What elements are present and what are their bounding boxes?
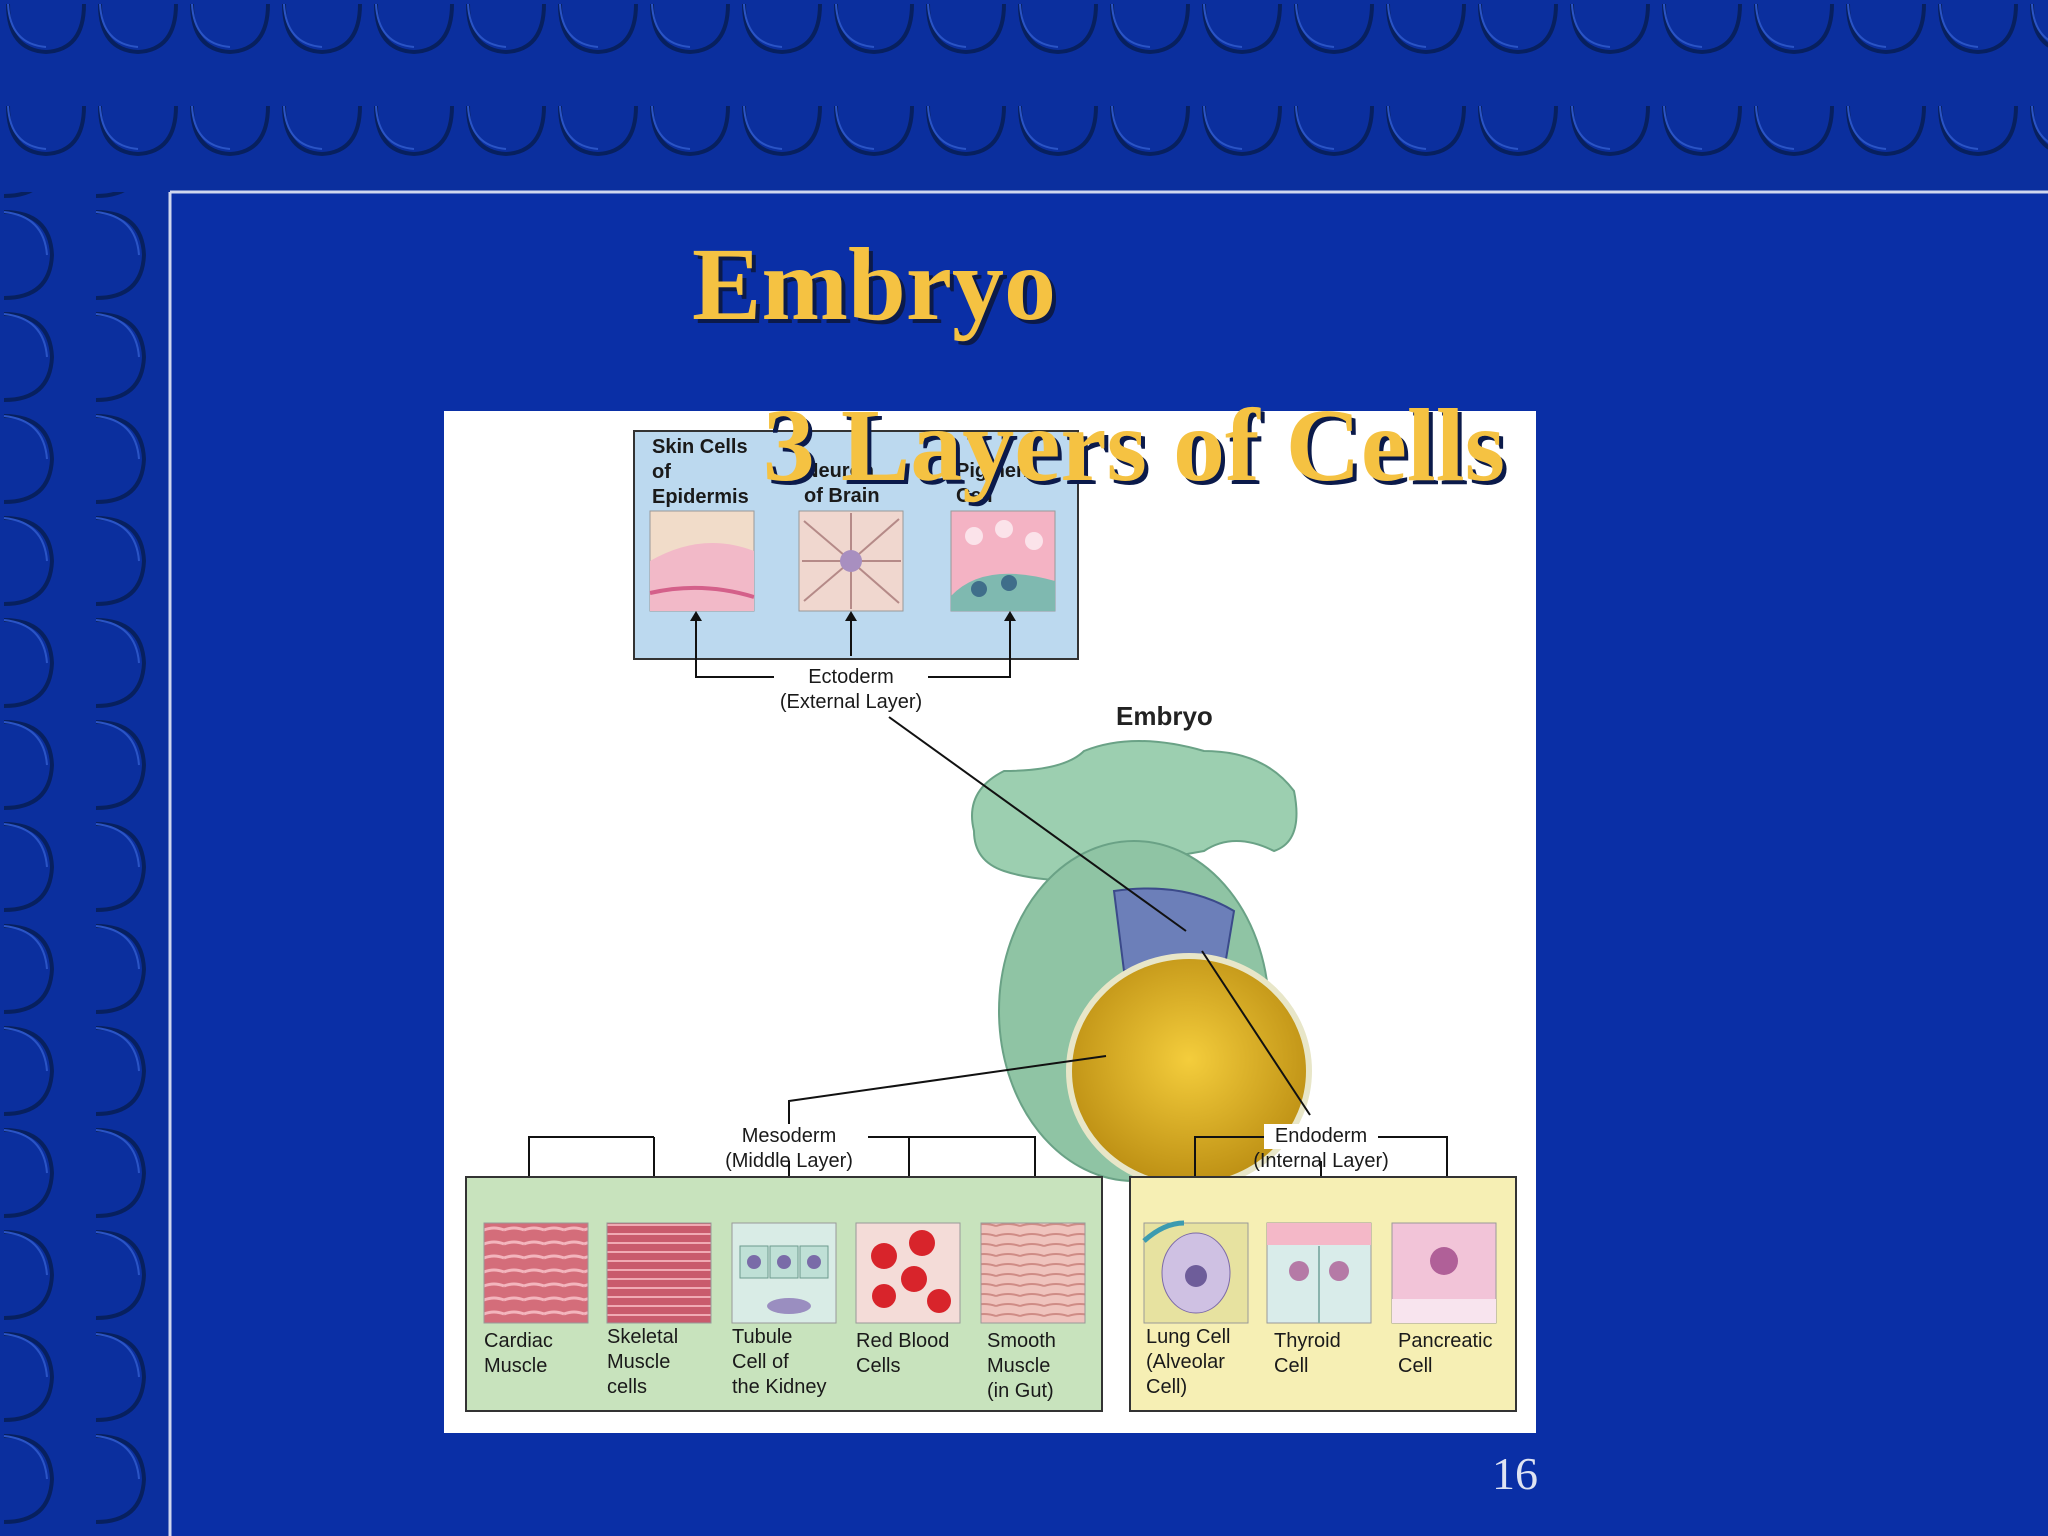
kidney-tubule-label: Tubule Cell of the Kidney — [732, 1326, 827, 1398]
lung-cell-label: Lung Cell (Alveolar Cell) — [1146, 1326, 1231, 1398]
skin-cells-label: Skin Cells of Epidermis — [652, 436, 749, 508]
skeletal-muscle-label: Skeletal Muscle cells — [607, 1326, 679, 1398]
endoderm-subtitle: (Internal Layer) — [1253, 1150, 1389, 1172]
slide-title: Embryo — [692, 227, 1056, 342]
neuron-label: Neuron of Brain — [804, 460, 880, 507]
pigment-cell-image — [950, 510, 1056, 612]
lung-cell-image — [1142, 1220, 1249, 1324]
endoderm-panel — [1129, 1136, 1517, 1412]
ectoderm-label: Ectoderm — [774, 665, 928, 690]
diagram-artwork — [465, 430, 1517, 1412]
mesoderm-subtitle: (Middle Layer) — [725, 1150, 853, 1172]
ectoderm-panel — [633, 430, 1079, 678]
skeletal-muscle-image — [606, 1222, 712, 1324]
kidney-tubule-image — [731, 1222, 837, 1324]
pigment-cell-label: Pigment Cell — [956, 460, 1035, 507]
smooth-muscle-label: Smooth Muscle (in Gut) — [987, 1330, 1056, 1402]
embryo-illustration — [788, 716, 1312, 1189]
red-blood-cells-image — [855, 1222, 961, 1324]
cardiac-muscle-label: Cardiac Muscle — [484, 1330, 553, 1377]
red-blood-cells-label: Red Blood Cells — [856, 1330, 950, 1377]
page-number: 16 — [1492, 1448, 1538, 1499]
pancreatic-cell-label: Pancreatic Cell — [1398, 1330, 1493, 1377]
thyroid-cell-label: Thyroid Cell — [1274, 1330, 1341, 1377]
skin-cell-image — [649, 510, 755, 612]
mesoderm-panel — [465, 1136, 1103, 1412]
ectoderm-subtitle: (External Layer) — [779, 691, 923, 713]
embryo-germ-layers-diagram: Skin Cells of Epidermis Neuron of Brain … — [444, 411, 1536, 1433]
mesoderm-label: Mesoderm — [710, 1124, 868, 1149]
embryo-label: Embryo — [1116, 701, 1213, 731]
neuron-image — [798, 510, 904, 612]
endoderm-label: Endoderm — [1264, 1124, 1378, 1149]
thyroid-cell-image — [1266, 1222, 1372, 1324]
cardiac-muscle-image — [483, 1222, 589, 1324]
smooth-muscle-image — [980, 1222, 1086, 1324]
slide-subtitle: 3 Layers of Cells — [762, 388, 1506, 503]
pancreatic-cell-image — [1391, 1222, 1497, 1324]
